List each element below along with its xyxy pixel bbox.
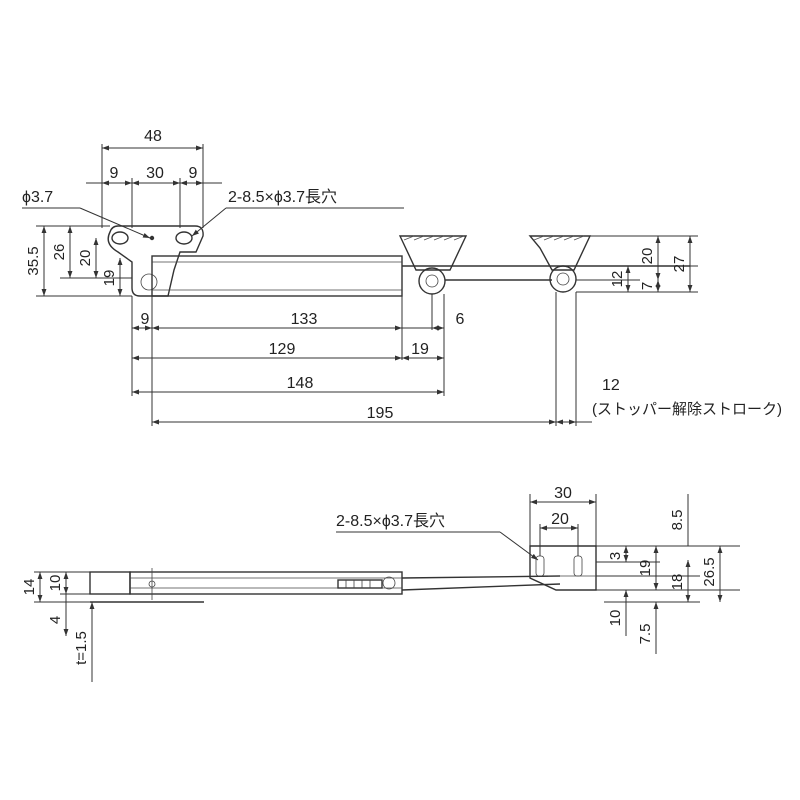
dim-19: 19	[101, 270, 118, 287]
dim-35-5: 35.5	[25, 246, 42, 275]
side-right-bracket	[529, 545, 597, 591]
slot-note-top: 2-8.5×ϕ3.7長穴	[228, 188, 337, 206]
side-view: 14 10 4 t=1.5 30 20 2-8.5×ϕ3.7長穴 3 19 18…	[21, 485, 740, 682]
dim-phi-hole: ϕ3.7	[22, 189, 53, 206]
side-dim-30: 30	[554, 485, 572, 502]
side-dim-4: 4	[47, 616, 64, 624]
dim-48: 48	[144, 128, 162, 145]
dim-9-left: 9	[110, 165, 119, 182]
dim-9-bottom: 9	[141, 311, 150, 328]
dim-26: 26	[51, 244, 68, 261]
side-dim-10: 10	[47, 575, 64, 592]
dim-27: 27	[671, 256, 688, 273]
dim-30: 30	[146, 165, 164, 182]
dim-20: 20	[77, 250, 94, 267]
dim-12: 12	[609, 271, 626, 288]
side-dim-3: 3	[607, 552, 624, 560]
side-housing	[129, 571, 403, 595]
middle-bracket	[398, 235, 468, 295]
side-left-plate	[89, 571, 131, 595]
left-bracket-plate	[107, 225, 204, 297]
side-dim-19: 19	[637, 560, 654, 577]
side-dim-10-bottom: 10	[607, 610, 624, 627]
main-housing	[151, 255, 403, 297]
side-arm-lower	[401, 583, 561, 591]
stroke-note: (ストッパー解除ストローク)	[592, 401, 782, 418]
left-pivot	[140, 273, 158, 291]
side-slot-note: 2-8.5×ϕ3.7長穴	[336, 512, 445, 530]
side-dim-t: t=1.5	[73, 631, 90, 665]
side-dim-8-5: 8.5	[669, 510, 686, 531]
dim-148: 148	[287, 375, 314, 392]
side-arm	[401, 575, 561, 579]
left-slot-hole-2	[175, 231, 193, 245]
phi-hole	[149, 235, 155, 241]
top-view: 48 9 30 9 ϕ3.7 2-8.5×ϕ3.7長穴 35.5 26 20 1…	[22, 128, 782, 426]
left-slot-hole-1	[111, 231, 129, 245]
side-spring	[337, 579, 383, 589]
dim-129: 129	[269, 341, 296, 358]
side-dim-7-5: 7.5	[637, 624, 654, 645]
dim-9-right: 9	[189, 165, 198, 182]
right-bracket	[528, 235, 592, 293]
dim-20-right: 20	[639, 248, 656, 265]
dim-7: 7	[639, 282, 656, 290]
side-dim-18: 18	[669, 574, 686, 591]
dim-12-stroke: 12	[602, 377, 620, 394]
side-dim-26-5: 26.5	[701, 557, 718, 586]
dim-195: 195	[367, 405, 394, 422]
dim-133: 133	[291, 311, 318, 328]
dim-19-bottom: 19	[411, 341, 429, 358]
dim-6: 6	[456, 311, 465, 328]
side-dim-14: 14	[21, 579, 38, 596]
side-dim-20: 20	[551, 511, 569, 528]
